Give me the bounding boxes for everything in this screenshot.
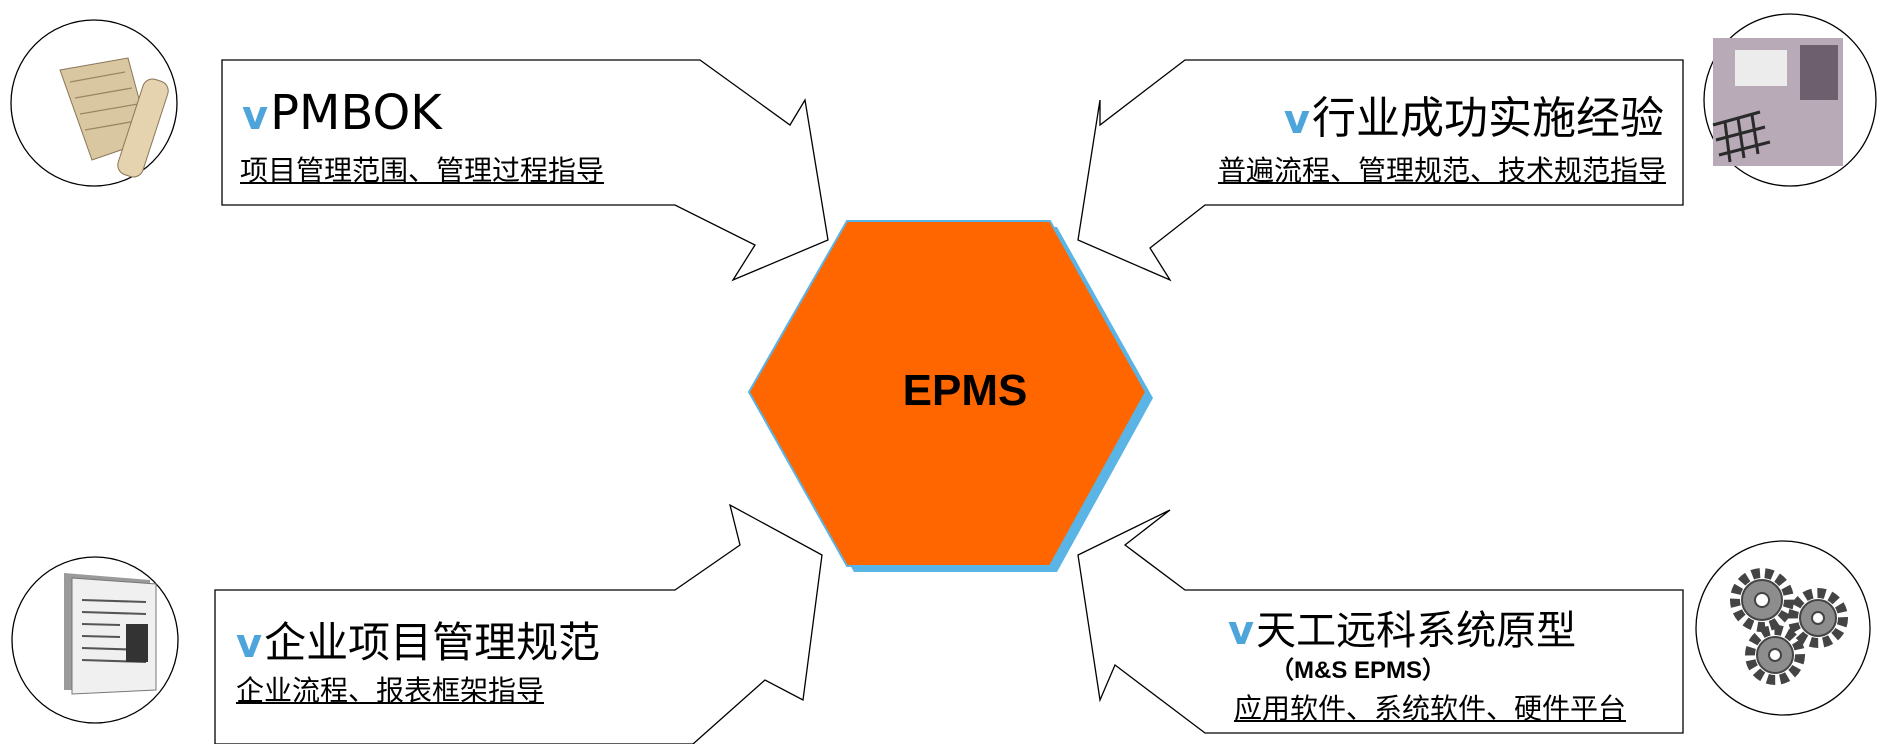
gears-icon	[1730, 568, 1848, 685]
bullet-icon: v	[236, 621, 263, 667]
bullet-icon: v	[1283, 97, 1310, 143]
center-label: EPMS	[902, 366, 1028, 415]
source-bottom-right-title: 天工远科系统原型	[1256, 608, 1577, 654]
source-bottom-right-note: （M&S EPMS）	[1270, 657, 1447, 684]
bullet-icon: v	[242, 93, 269, 139]
bullet-icon: v	[1228, 608, 1255, 654]
source-bottom-left-title: 企业项目管理规范	[264, 618, 601, 667]
arrow-top-right	[1077, 59, 1684, 282]
source-top-left-title: PMBOK	[270, 85, 442, 141]
source-bottom-left-title-row: v企业项目管理规范	[236, 614, 600, 672]
source-top-right-subtitle: 普遍流程、管理规范、技术规范指导	[1217, 154, 1666, 187]
icon-top-right	[1703, 13, 1877, 187]
arrow-bottom-right	[1077, 509, 1684, 734]
arrow-bottom-left	[214, 503, 823, 744]
icon-bottom-left	[11, 556, 179, 724]
keyboard-photo-icon	[1712, 38, 1843, 166]
source-bottom-left-subtitle: 企业流程、报表框架指导	[236, 674, 545, 707]
source-bottom-right-title-row: v天工远科系统原型	[1228, 602, 1576, 660]
hexagon-center	[747, 220, 1148, 567]
scroll-map-icon	[59, 57, 169, 178]
magazine-icon	[64, 573, 157, 695]
source-top-left-title-row: vPMBOK	[242, 84, 442, 142]
source-top-right-title-row: v行业成功实施经验	[1284, 90, 1664, 148]
arrow-top-left	[221, 59, 829, 282]
source-top-right-title: 行业成功实施经验	[1312, 93, 1664, 144]
icon-top-left	[10, 19, 178, 187]
icon-bottom-right	[1695, 540, 1871, 716]
source-top-left-subtitle: 项目管理范围、管理过程指导	[240, 154, 605, 187]
source-bottom-right-subtitle: 应用软件、系统软件、硬件平台	[1234, 692, 1627, 725]
